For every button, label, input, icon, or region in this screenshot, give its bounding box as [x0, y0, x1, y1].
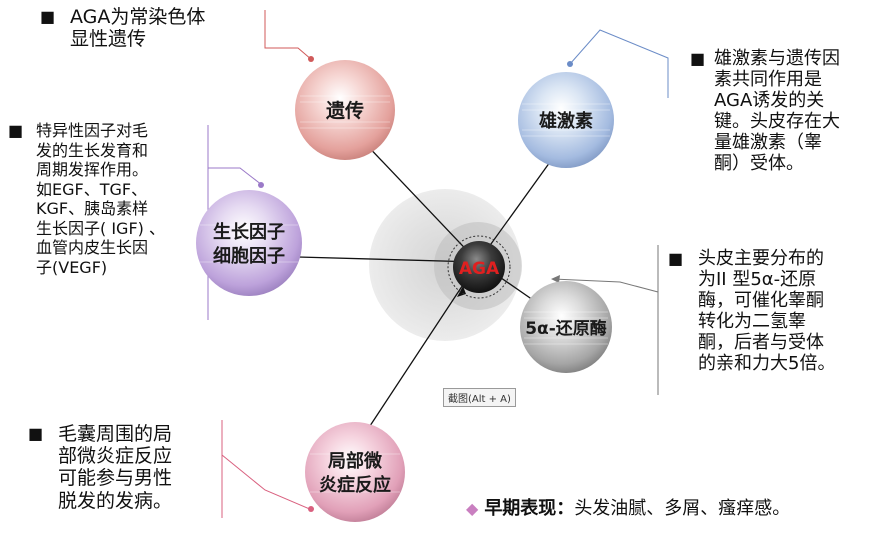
- note-inflammation-bullet: ■: [28, 424, 44, 443]
- node-growth-label-line2: 细胞因子: [213, 245, 285, 267]
- note-reductase-text: 头皮主要分布的 为II 型5α-还原 酶，可催化睾酮 转化为二氢睾 酮，后者与受…: [698, 248, 836, 375]
- note-reductase-bullet: ■: [668, 249, 684, 268]
- connector-growth: [297, 256, 479, 263]
- node-growth: 生长因子 细胞因子: [196, 190, 302, 296]
- early-symptoms: ◆ 早期表现：头发油腻、多屑、瘙痒感。: [466, 494, 790, 520]
- callout-inflammation-dot: [308, 506, 314, 512]
- node-growth-label-line1: 生长因子: [213, 221, 285, 243]
- note-inflammation-text: 毛囊周围的局 部微炎症反应 可能参与男性 脱发的发病。: [58, 423, 173, 512]
- node-androgen: 雄激素: [518, 72, 614, 168]
- node-androgen-label: 雄激素: [538, 110, 593, 132]
- callout-reductase-arrow: [551, 275, 560, 283]
- node-genetics: 遗传: [295, 60, 395, 160]
- node-genetics-label: 遗传: [325, 99, 364, 122]
- callout-androgen-dot: [567, 61, 573, 67]
- note-androgen-text: 雄激素与遗传因 素共同作用是 AGA诱发的关 键。头皮存在大 量雄激素（睾 酮）…: [714, 48, 840, 175]
- node-reductase-label: 5α-还原酶: [525, 318, 607, 339]
- diamond-icon: ◆: [466, 499, 479, 518]
- connector-genetics: [361, 139, 479, 263]
- note-genetics-bullet: ■: [40, 7, 56, 26]
- note-reductase: ■ 头皮主要分布的 为II 型5α-还原 酶，可催化睾酮 转化为二氢睾 酮，后者…: [668, 248, 888, 374]
- callout-androgen: [569, 29, 669, 98]
- note-growth-text: 特异性因子对毛 发的生长发育和 周期发挥作用。 如EGF、TGF、 KGF、胰岛…: [36, 121, 165, 277]
- callout-genetics: [264, 10, 313, 61]
- note-growth-bullet: ■: [8, 121, 24, 140]
- early-symptoms-title: 早期表现：: [484, 498, 575, 519]
- note-androgen-bullet: ■: [690, 49, 706, 68]
- node-aga-label: AGA: [459, 259, 500, 279]
- connector-inflammation: [361, 261, 479, 439]
- node-aga: AGA: [447, 235, 511, 299]
- node-inflammation: 局部微 炎症反应: [305, 422, 405, 522]
- note-growth: ■ 特异性因子对毛 发的生长发育和 周期发挥作用。 如EGF、TGF、 KGF、…: [8, 121, 208, 277]
- note-genetics: ■ AGA为常染色体 显性遗传: [40, 6, 205, 50]
- callout-reductase: [552, 245, 659, 395]
- note-androgen: ■ 雄激素与遗传因 素共同作用是 AGA诱发的关 键。头皮存在大 量雄激素（睾 …: [690, 48, 890, 174]
- callout-genetics-dot: [308, 56, 314, 62]
- early-symptoms-text: 头发油腻、多屑、瘙痒感。: [574, 498, 791, 519]
- node-inflammation-label-line2: 炎症反应: [319, 474, 391, 496]
- callout-inflammation: [221, 420, 313, 518]
- note-inflammation: ■ 毛囊周围的局 部微炎症反应 可能参与男性 脱发的发病。: [28, 423, 218, 512]
- node-inflammation-label-line1: 局部微: [328, 450, 382, 472]
- screenshot-tooltip: 截图(Alt + A): [443, 388, 516, 407]
- note-genetics-text: AGA为常染色体 显性遗传: [70, 6, 206, 51]
- node-reductase: 5α-还原酶: [520, 281, 612, 373]
- callout-growth-dot: [258, 182, 264, 188]
